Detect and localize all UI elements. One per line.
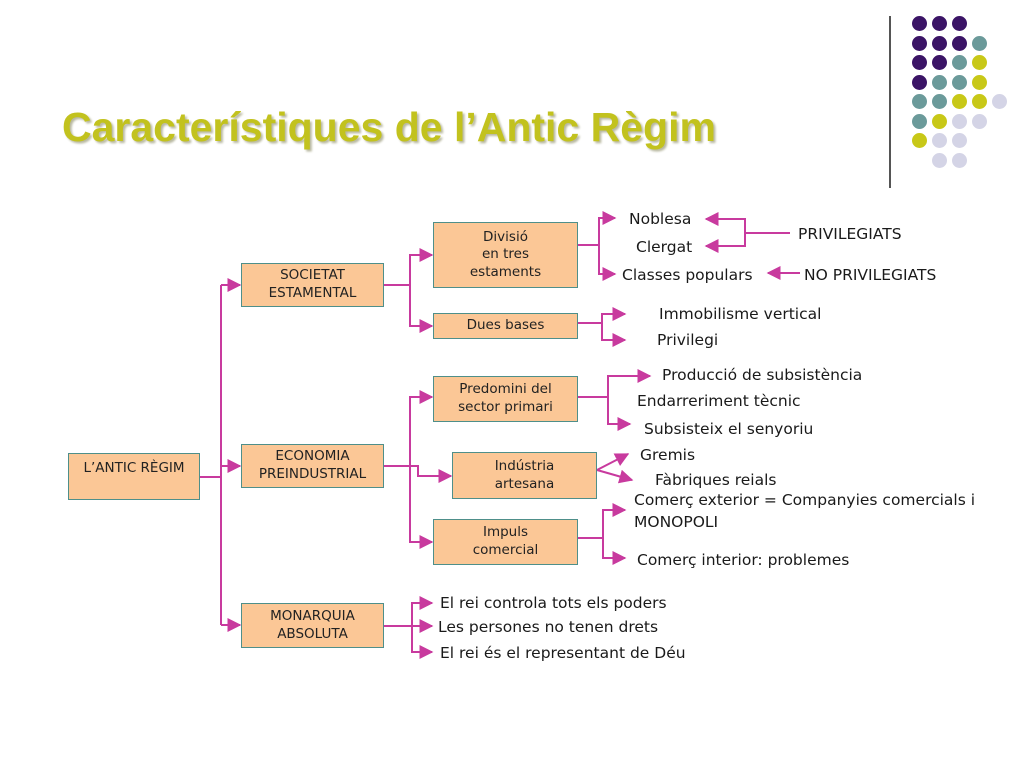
node-impuls-comercial: Impuls comercial bbox=[433, 519, 578, 565]
connector-societat-dues bbox=[409, 285, 434, 333]
decorative-dot bbox=[952, 94, 967, 109]
label-fabriques-reials: Fàbriques reials bbox=[655, 471, 777, 489]
decorative-dot bbox=[972, 35, 987, 51]
decorative-dot bbox=[932, 16, 947, 31]
label-immobilisme-vertical: Immobilisme vertical bbox=[659, 305, 822, 323]
label-no-privilegiats: NO PRIVILEGIATS bbox=[804, 266, 937, 284]
node-dues-bases: Dues bases bbox=[433, 313, 578, 339]
root-node: L’ANTIC RÈGIM bbox=[68, 453, 200, 500]
node-economia-preindustrial: ECONOMIA PREINDUSTRIAL bbox=[241, 444, 384, 488]
label-produccio-subsistencia: Producció de subsistència bbox=[662, 366, 863, 384]
label-noblesa: Noblesa bbox=[629, 210, 692, 228]
connector-predomini bbox=[578, 369, 652, 398]
connector-divisio-classes bbox=[598, 245, 617, 281]
label-privilegiats: PRIVILEGIATS bbox=[798, 225, 902, 243]
decorative-dot bbox=[912, 113, 927, 129]
connector-industria-fabriques bbox=[596, 469, 634, 484]
connector-dues-bases-privilegi bbox=[601, 323, 627, 347]
label-subsisteix-senyoriu: Subsisteix el senyoriu bbox=[644, 420, 814, 438]
connector-impuls bbox=[578, 503, 627, 539]
connector-industria-gremis bbox=[596, 453, 630, 471]
label-rei-representant: El rei és el representant de Déu bbox=[440, 644, 686, 662]
label-rei-controla: El rei controla tots els poders bbox=[440, 594, 667, 612]
decorative-dot bbox=[912, 55, 927, 70]
label-comerc-interior: Comerç interior: problemes bbox=[637, 551, 850, 569]
connector-societat bbox=[384, 248, 434, 286]
label-privilegi: Privilegi bbox=[657, 331, 719, 349]
decorative-dot bbox=[932, 55, 947, 70]
connector-economia-industria bbox=[410, 465, 453, 483]
decorative-dot bbox=[932, 35, 947, 51]
decorative-dot bbox=[952, 74, 967, 90]
decorative-dot bbox=[912, 74, 927, 90]
decorative-dot bbox=[932, 152, 947, 168]
connector-privilegiats-noblesa bbox=[704, 212, 790, 234]
label-clergat: Clergat bbox=[636, 238, 693, 256]
decorative-dot bbox=[932, 94, 947, 109]
label-classes-populars: Classes populars bbox=[622, 266, 753, 284]
connector-impuls-interior bbox=[602, 538, 627, 565]
decorative-dot bbox=[932, 74, 947, 90]
slide-title: Característiques de l’Antic Règim bbox=[62, 104, 716, 150]
title-divider-line bbox=[889, 16, 891, 188]
connector-root-trunk bbox=[200, 285, 222, 478]
decorative-dot bbox=[952, 152, 967, 168]
node-monarquia-absoluta: MONARQUIA ABSOLUTA bbox=[241, 603, 384, 648]
decorative-dot bbox=[912, 16, 927, 31]
decorative-dot bbox=[952, 16, 967, 31]
decorative-dot bbox=[912, 94, 927, 109]
decorative-dot bbox=[952, 133, 967, 148]
decorative-dot bbox=[952, 35, 967, 51]
label-gremis: Gremis bbox=[640, 446, 696, 464]
decorative-dot bbox=[952, 113, 967, 129]
node-industria-artesana: Indústria artesana bbox=[452, 452, 597, 499]
connector-privilegiats-clergat bbox=[704, 233, 746, 253]
decorative-dot bbox=[912, 133, 927, 148]
label-endarreriment-tecnic: Endarreriment tècnic bbox=[637, 392, 801, 410]
node-societat-estamental: SOCIETAT ESTAMENTAL bbox=[241, 263, 384, 307]
decorative-dot bbox=[912, 35, 927, 51]
connector-dues-bases bbox=[578, 307, 627, 324]
connector-monarquia bbox=[384, 596, 434, 627]
decorative-dot bbox=[972, 94, 987, 109]
connector-economia-impuls bbox=[409, 466, 434, 549]
decorative-dot bbox=[992, 94, 1007, 109]
decorative-dot bbox=[932, 133, 947, 148]
decorative-dot bbox=[972, 113, 987, 129]
connector-predomini-subsisteix bbox=[607, 397, 632, 431]
label-comerc-exterior: Comerç exterior = Companyies comercials … bbox=[634, 491, 976, 532]
node-predomini-sector-primari: Predomini del sector primari bbox=[433, 376, 578, 422]
label-persones-sense-drets: Les persones no tenen drets bbox=[438, 618, 659, 636]
connector-monarquia-representant bbox=[411, 626, 434, 659]
decorative-dot bbox=[932, 113, 947, 129]
decorative-dot bbox=[972, 74, 987, 90]
connector-economia bbox=[384, 390, 434, 467]
connector-divisio bbox=[578, 211, 617, 246]
decorative-dot bbox=[952, 55, 967, 70]
decorative-dot bbox=[972, 55, 987, 70]
node-divisio-tres-estaments: Divisió en tres estaments bbox=[433, 222, 578, 288]
